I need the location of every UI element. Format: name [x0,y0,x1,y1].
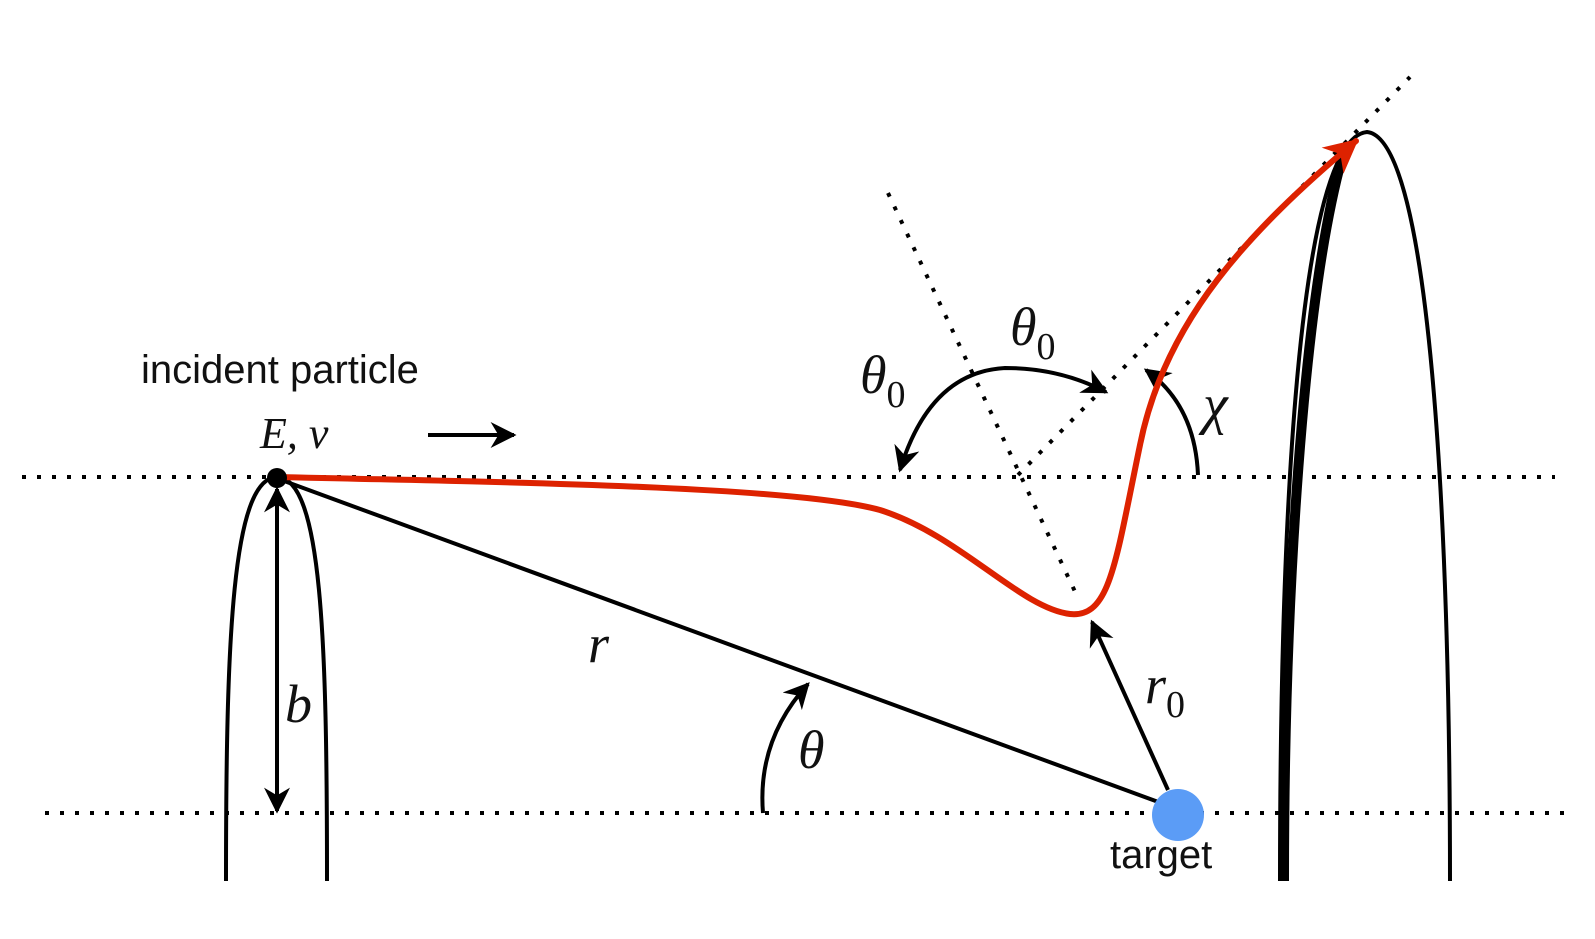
target-dot [1152,789,1204,841]
closest-approach-symbol: r [1145,655,1167,715]
closest-approach-arrow [1089,619,1170,791]
impact-parameter-label: b [285,674,312,734]
apse-angle-arc [894,365,1109,473]
closest-approach-subscript: 0 [1166,684,1185,726]
scattered-wavepacket-thick-edge [1279,156,1347,882]
incident-particle-label: incident particle [141,348,419,392]
theta-label: θ [798,720,825,780]
radius-line [275,476,1173,809]
particle-trajectory [274,138,1359,618]
apse-angle-top-label: θ0 [1010,297,1056,368]
scattering-angle-label: χ [1198,374,1229,436]
scattering-angle-arc [1143,368,1200,476]
apse-angle-left-subscript: 0 [887,374,906,416]
apse-dotted-line [886,192,1080,599]
energy-velocity-label: E, v [259,409,329,458]
incident-particle-dot [267,468,287,488]
theta-angle-arc [760,682,810,814]
apse-angle-top-subscript: 0 [1037,326,1056,368]
closest-approach-label: r0 [1145,655,1185,726]
target-label: target [1110,833,1212,877]
radius-label: r [588,614,610,674]
scattered-wavepacket-outline [1278,129,1452,882]
apse-angle-top-symbol: θ [1010,297,1037,357]
apse-angle-left-symbol: θ [860,345,887,405]
apse-angle-left-label: θ0 [860,345,906,416]
